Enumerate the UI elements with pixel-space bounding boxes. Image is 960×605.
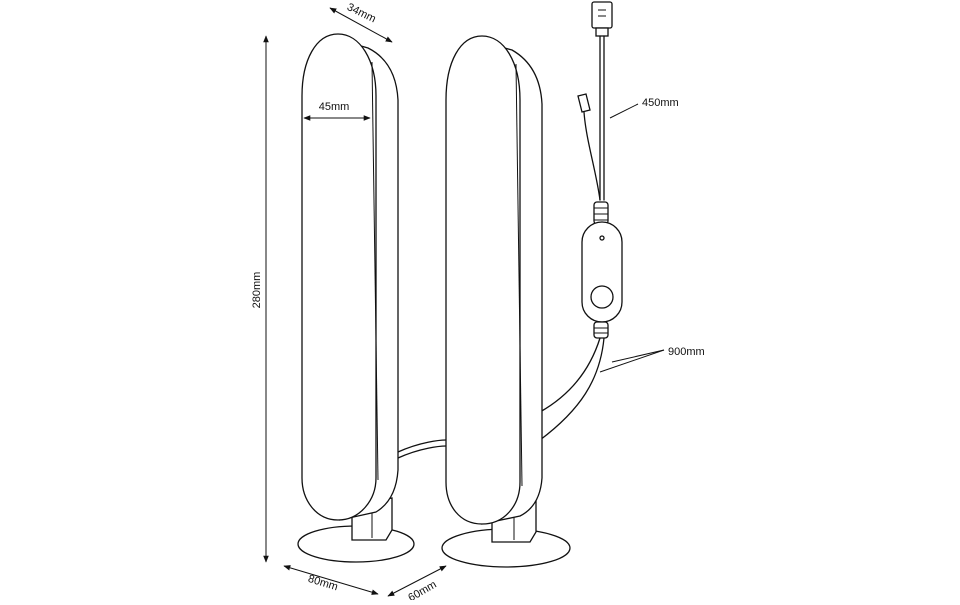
small-plug-icon — [577, 93, 591, 113]
dim-label-base-depth: 60mm — [406, 579, 438, 600]
dim-label-base-length: 80mm — [307, 573, 340, 593]
usb-cable-assembly — [577, 1, 623, 339]
dim-label-top-depth: 34mm — [345, 1, 378, 25]
leader-bar-cable-1 — [611, 349, 665, 363]
leader-usb-cable — [609, 103, 639, 119]
controller-button-icon — [590, 285, 614, 309]
dim-label-width: 45mm — [319, 101, 350, 113]
controller-cable-right — [539, 337, 605, 441]
usb-plug-icon — [591, 1, 613, 29]
controller-indicator-icon — [599, 235, 605, 241]
right-light-bar — [441, 35, 571, 568]
leader-bar-cable-2 — [599, 349, 665, 373]
dim-label-height: 280mm — [251, 272, 263, 309]
bar-link-cable-2 — [397, 439, 447, 453]
dim-line-top-depth — [329, 7, 393, 43]
dim-label-usb-cable: 450mm — [642, 97, 679, 109]
dim-line-base-length — [283, 565, 379, 595]
bar-link-cable — [397, 445, 447, 459]
dim-line-base-depth — [387, 565, 447, 597]
right-bar-front — [445, 35, 521, 525]
dim-label-bar-cables: 900mm — [668, 346, 705, 358]
controller-cable-left — [539, 337, 601, 413]
left-light-bar — [297, 33, 415, 563]
